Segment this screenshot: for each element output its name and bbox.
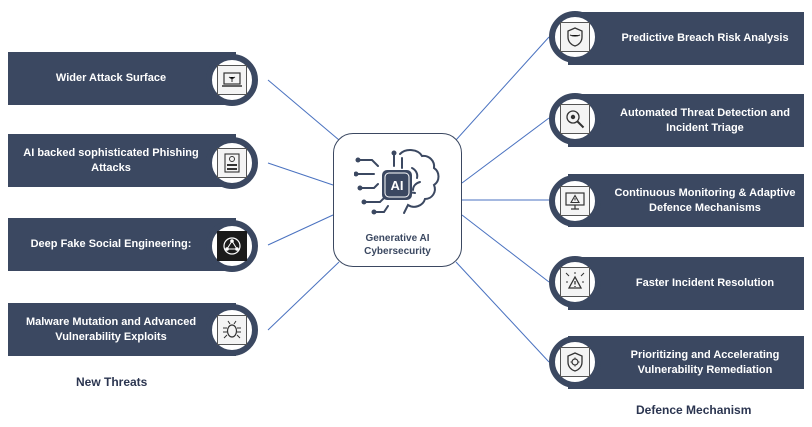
defence-label: Continuous Monitoring & Adaptive Defence… (614, 186, 796, 214)
threat-label: Deep Fake Social Engineering: (30, 238, 192, 250)
center-title: Generative AI Cybersecurity (334, 232, 461, 258)
center-title-line2: Cybersecurity (364, 246, 431, 257)
defence-box-vulnerability-remediation: Prioritizing and Accelerating Vulnerabil… (568, 336, 804, 389)
threat-label: Wider Attack Surface (55, 72, 167, 84)
magnifier-gear-icon (549, 93, 601, 145)
defence-box-faster-resolution: Faster Incident Resolution (568, 257, 804, 310)
shield-gear-icon (549, 336, 601, 388)
connector-line (455, 261, 550, 363)
ai-brain-icon: AI (354, 149, 440, 215)
defence-box-automated-detection: Automated Threat Detection and Incident … (568, 94, 804, 147)
defence-label: Prioritizing and Accelerating Vulnerabil… (630, 348, 780, 376)
center-title-line1: Generative AI (365, 233, 430, 244)
shield-icon (549, 11, 601, 63)
defence-label: Automated Threat Detection and Incident … (620, 106, 790, 134)
monitor-warning-icon (549, 175, 601, 227)
laptop-icon (206, 54, 258, 106)
bug-icon (206, 304, 258, 356)
warning-arrows-icon (549, 256, 601, 308)
phishing-icon (206, 137, 258, 189)
defence-box-predictive-breach: Predictive Breach Risk Analysis (568, 12, 804, 65)
threat-box-wider-attack-surface: Wider Attack Surface (8, 52, 236, 105)
ai-chip-label: AI (391, 178, 404, 193)
threat-box-phishing: AI backed sophisticated Phishing Attacks (8, 134, 236, 187)
threat-label: Malware Mutation and Advanced Vulnerabil… (25, 315, 197, 343)
defence-box-continuous-monitoring: Continuous Monitoring & Adaptive Defence… (568, 174, 804, 227)
connector-line (267, 261, 340, 331)
connector-line (455, 36, 550, 141)
center-hub: AI Generative AI Cybersecurity (333, 133, 462, 267)
defence-mechanism-heading: Defence Mechanism (636, 403, 752, 417)
connector-line (267, 162, 334, 186)
new-threats-heading: New Threats (76, 375, 148, 389)
connector-line (461, 214, 550, 283)
defence-label: Faster Incident Resolution (635, 277, 775, 289)
threat-label: AI backed sophisticated Phishing Attacks (23, 146, 199, 174)
connector-line (461, 117, 550, 184)
threat-box-malware: Malware Mutation and Advanced Vulnerabil… (8, 303, 236, 356)
connector-line (267, 79, 340, 141)
connector-line (267, 214, 334, 246)
threat-box-deep-fake: Deep Fake Social Engineering: (8, 218, 236, 271)
defence-label: Predictive Breach Risk Analysis (621, 32, 789, 44)
network-icon (206, 220, 258, 272)
